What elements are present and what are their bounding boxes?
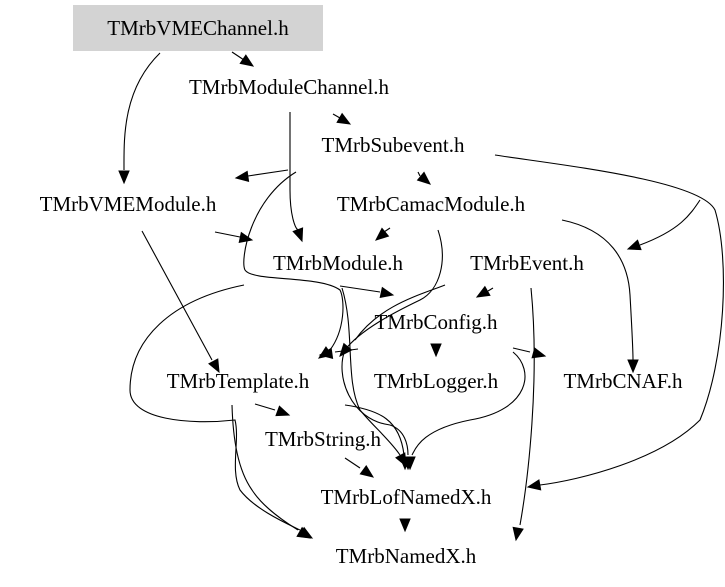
node-vmechannel-box <box>73 5 323 51</box>
node-subevent[interactable]: TMrbSubevent.h <box>322 133 465 157</box>
edge-camacmodule-cnaf <box>561 219 634 361</box>
edge-subevent-template <box>243 171 344 351</box>
edge-vmechannel-vmemodule <box>123 52 161 171</box>
edge-event-namedx <box>519 287 535 526</box>
edge-event-config-arrowhead <box>475 285 491 298</box>
edge-vmemodule-template-arrowhead <box>208 358 220 374</box>
edge-subevent-vmemodule <box>247 169 289 177</box>
edge-template-lofnamedx <box>344 404 405 456</box>
node-string[interactable]: TMrbString.h <box>265 427 382 451</box>
node-vmemodule[interactable]: TMrbVMEModule.h <box>40 192 217 216</box>
edge-camacmodule-cnaf-arrowhead <box>627 359 639 374</box>
edge-template-namedx <box>231 404 299 531</box>
edge-config-cnaf-arrowhead <box>531 347 547 359</box>
edge-module-namedx <box>129 284 301 531</box>
node-logger[interactable]: TMrbLogger.h <box>374 369 499 393</box>
nodes: TMrbVMEChannel.h TMrbModuleChannel.h TMr… <box>40 16 683 568</box>
edge-config-cnaf <box>512 347 531 353</box>
edge-modulechannel-module-arrowhead <box>292 227 304 243</box>
edge-modulechannel-module <box>289 112 299 231</box>
edge-event-template-arrowhead <box>339 342 353 357</box>
edge-config-logger-arrowhead <box>430 343 442 358</box>
edges <box>118 51 724 542</box>
node-lofnamedx[interactable]: TMrbLofNamedX.h <box>321 485 492 509</box>
node-namedx[interactable]: TMrbNamedX.h <box>336 544 477 568</box>
edge-subevent-lofnamedx-arrowhead <box>526 479 542 491</box>
edge-template-lofnamedx-arrowhead <box>399 456 411 471</box>
edge-camacmodule-module-arrowhead <box>375 227 390 241</box>
edge-event-config <box>487 287 494 292</box>
edge-config-template <box>334 348 359 353</box>
edge-string-lofnamedx-arrowhead <box>359 465 375 478</box>
edge-vmechannel-modulechannel-arrowhead <box>239 54 255 67</box>
edge-subevent-camacmodule <box>417 171 421 177</box>
edge-vmechannel-vmemodule-arrowhead <box>118 170 130 185</box>
edge-string-lofnamedx <box>344 457 361 469</box>
edge-template-string-arrowhead <box>275 405 291 417</box>
edge-template-namedx-arrowhead <box>296 526 312 539</box>
edge-config-template-arrowhead <box>318 347 334 359</box>
edge-lofnamedx-namedx-arrowhead <box>399 518 411 533</box>
node-template[interactable]: TMrbTemplate.h <box>167 369 310 393</box>
edge-event-namedx-arrowhead <box>512 526 524 542</box>
edge-config-lofnamedx <box>411 351 526 456</box>
edge-subevent-event-arrowhead <box>626 239 642 251</box>
node-event[interactable]: TMrbEvent.h <box>470 251 584 275</box>
edge-module-config <box>339 285 381 293</box>
edge-subevent-lofnamedx <box>494 154 724 486</box>
node-module[interactable]: TMrbModule.h <box>273 251 404 275</box>
node-vmechannel[interactable]: TMrbVMEChannel.h <box>107 16 289 40</box>
node-cnaf[interactable]: TMrbCNAF.h <box>563 369 683 393</box>
edge-vmemodule-module <box>214 231 241 238</box>
node-modulechannel[interactable]: TMrbModuleChannel.h <box>189 75 390 99</box>
edge-vmemodule-template <box>141 230 213 361</box>
edge-subevent-camacmodule-arrowhead <box>416 171 431 185</box>
edge-vmechannel-modulechannel <box>231 51 245 61</box>
node-config[interactable]: TMrbConfig.h <box>374 310 498 334</box>
edge-subevent-event <box>639 199 701 246</box>
edge-vmemodule-module-arrowhead <box>238 231 254 244</box>
node-camacmodule[interactable]: TMrbCamacModule.h <box>337 192 526 216</box>
edge-subevent-vmemodule-arrowhead <box>234 170 250 182</box>
edge-module-lofnamedx <box>341 287 401 456</box>
edge-module-config-arrowhead <box>379 286 395 299</box>
edge-modulechannel-subevent-arrowhead <box>336 112 352 125</box>
edge-modulechannel-subevent <box>332 113 341 119</box>
edge-template-string <box>254 403 276 411</box>
edge-event-template <box>354 284 446 341</box>
